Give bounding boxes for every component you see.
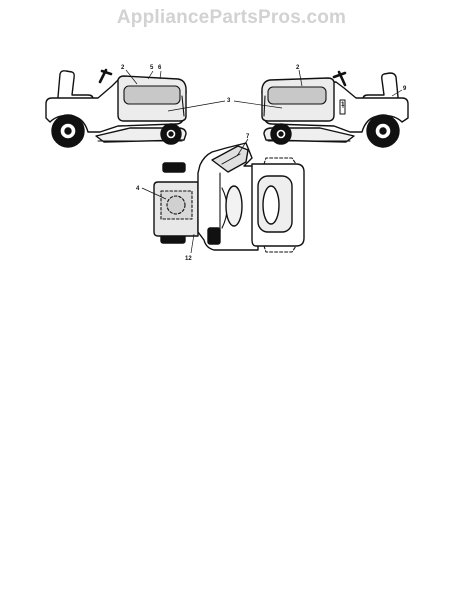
leader-lines <box>125 69 403 254</box>
right-hood-decal <box>267 86 327 105</box>
top-seat-cushion <box>262 185 280 225</box>
watermark: AppliancePartsPros.com <box>116 7 347 28</box>
top-rear-tire-lower <box>263 245 297 253</box>
mower-top-view <box>153 142 305 253</box>
top-front-tire-upper <box>162 162 186 173</box>
callout-top-4: 4 <box>136 186 140 192</box>
right-fender-decal <box>339 99 346 115</box>
callout-left-2: 2 <box>121 65 125 71</box>
callout-left-5: 5 <box>150 65 154 71</box>
left-mower-side-view <box>45 68 187 148</box>
left-steering-wheel <box>98 68 113 84</box>
callout-top-7: 7 <box>246 134 250 140</box>
right-mower-side-view <box>261 70 409 148</box>
left-hood-decal <box>123 85 181 105</box>
right-steering-wheel <box>332 70 347 87</box>
callout-right-1: 1 <box>341 102 345 108</box>
top-rear-tire-upper <box>263 157 297 165</box>
callout-right-2: 2 <box>296 65 300 71</box>
callout-left-6: 6 <box>158 65 162 71</box>
callout-right-9: 9 <box>403 86 407 92</box>
left-grille <box>181 95 185 117</box>
top-fuel-cap <box>166 195 186 215</box>
callout-top-12: 12 <box>185 256 192 262</box>
callout-center-3: 3 <box>227 98 231 104</box>
top-deck-oval <box>225 185 243 227</box>
